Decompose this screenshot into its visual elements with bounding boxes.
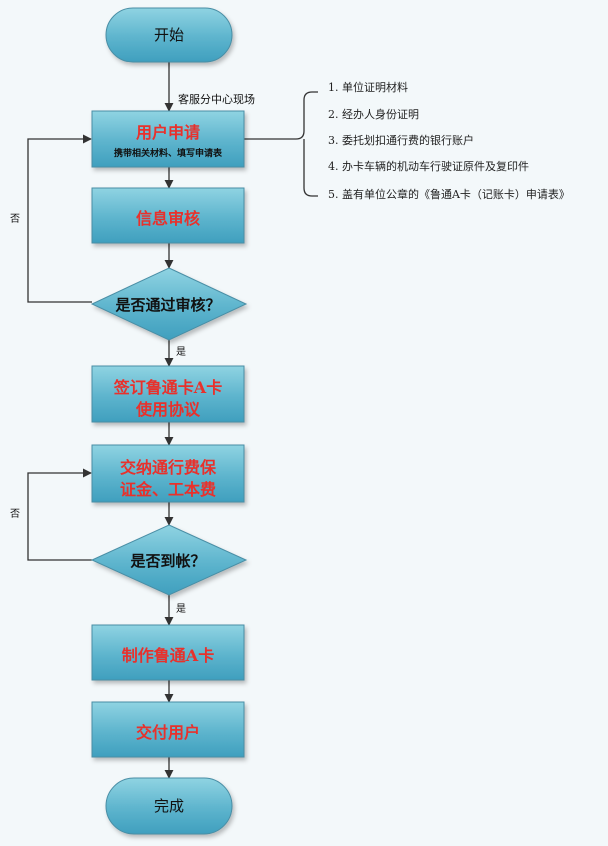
- decision1-text: 是否通过审核？: [115, 296, 221, 314]
- requirements-brace: [244, 91, 318, 197]
- connectors: [27, 62, 318, 779]
- end-label: 完成: [153, 797, 184, 815]
- requirement-item: 3. 委托划扣通行费的银行账户: [328, 134, 474, 147]
- apply-subtitle: 携带相关材料、填写申请表: [113, 149, 222, 159]
- connector-decision2-no-loop: [27, 468, 92, 561]
- process-box-make: [91, 624, 245, 681]
- requirement-item: 5. 盖有单位公章的《鲁通A卡（记账卡）申请表》: [328, 188, 570, 201]
- sign-line1: 签订鲁通卡A卡: [113, 378, 223, 397]
- requirement-item: 4. 办卡车辆的机动车行驶证原件及复印件: [328, 160, 529, 173]
- deliver-title: 交付用户: [135, 723, 200, 742]
- decision-diamond-payment: [90, 524, 248, 596]
- pay-line1: 交纳通行费保: [119, 458, 216, 477]
- process-box-apply: [91, 110, 245, 168]
- decision2-no-label: 否: [10, 509, 20, 520]
- decision-diamond-review: [90, 267, 248, 341]
- decision2-text: 是否到帐？: [130, 552, 206, 570]
- process-box-sign: [91, 365, 245, 423]
- decision2-yes-label: 是: [176, 604, 186, 615]
- location-label: 客服分中心现场: [178, 93, 255, 106]
- pay-line2: 证金、工本费: [119, 480, 216, 499]
- decision1-no-label: 否: [10, 214, 20, 225]
- requirement-item: 2. 经办人身份证明: [328, 108, 419, 121]
- process-box-pay: [91, 444, 245, 503]
- review-title: 信息审核: [135, 209, 200, 228]
- decision1-yes-label: 是: [176, 347, 186, 358]
- connector-decision1-no-loop: [27, 134, 92, 303]
- make-card-title: 制作鲁通A卡: [121, 646, 215, 665]
- apply-title: 用户申请: [135, 123, 200, 142]
- sign-line2: 使用协议: [135, 400, 200, 419]
- requirement-item: 1. 单位证明材料: [328, 81, 408, 94]
- process-box-deliver: [91, 701, 245, 758]
- start-terminal: [105, 7, 233, 63]
- start-label: 开始: [153, 26, 184, 44]
- process-box-review: [91, 187, 245, 244]
- end-terminal: [105, 777, 233, 835]
